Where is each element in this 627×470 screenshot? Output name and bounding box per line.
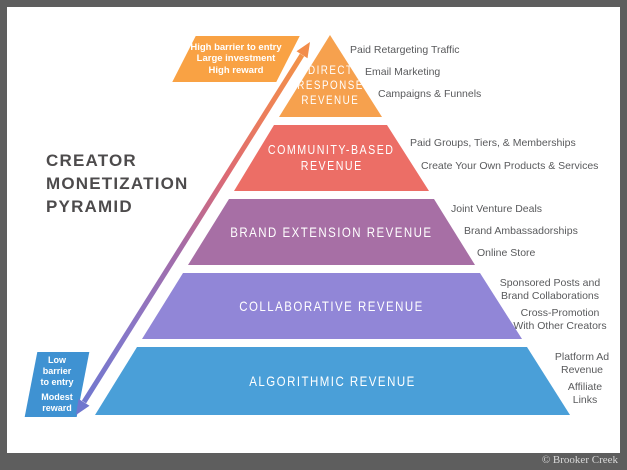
callout-line: to entry: [40, 377, 74, 387]
level-label-line: COLLABORATIVE REVENUE: [239, 297, 425, 314]
level-label-line: BRAND EXTENSION REVENUE: [230, 223, 433, 240]
annotation-line: Affiliate: [567, 381, 603, 393]
annotation-create-products-services: Create Your Own Products & Services: [421, 160, 599, 172]
high-barrier-callout-text: High barrier to entry Large investment H…: [184, 36, 288, 82]
low-barrier-callout-text: Low barrier to entry Modest reward: [31, 352, 83, 417]
annotation-line: Links: [572, 394, 598, 406]
pyramid-level-collaborative-revenue: COLLABORATIVE REVENUE: [142, 273, 522, 339]
annotation-affiliate-links: Affiliate Links: [551, 381, 619, 407]
level-label-line: RESPONSE: [297, 78, 364, 92]
page-title-line-3: PYRAMID: [46, 197, 133, 216]
annotation-cross-promotion: Cross-Promotion With Other Creators: [500, 307, 620, 333]
annotation-line: With Other Creators: [513, 320, 607, 332]
callout-line: barrier: [42, 366, 72, 376]
pyramid-level-brand-extension-revenue: BRAND EXTENSION REVENUE: [188, 199, 475, 265]
annotation-line: Brand Collaborations: [500, 290, 600, 302]
annotation-paid-retargeting-traffic: Paid Retargeting Traffic: [350, 44, 460, 56]
annotation-campaigns-funnels: Campaigns & Funnels: [378, 88, 482, 100]
annotation-sponsored-posts: Sponsored Posts and Brand Collaborations: [490, 277, 610, 303]
annotation-online-store: Online Store: [477, 247, 536, 259]
callout-line: High reward: [208, 64, 264, 76]
annotation-line: Cross-Promotion: [520, 307, 600, 319]
level-label-line: REVENUE: [301, 93, 360, 107]
low-barrier-callout: Low barrier to entry Modest reward: [24, 352, 90, 417]
annotation-line: Platform Ad: [554, 351, 610, 363]
annotation-platform-ad-revenue: Platform Ad Revenue: [546, 351, 618, 377]
page-title-line-1: CREATOR: [46, 151, 137, 170]
callout-line: High barrier to entry: [190, 41, 282, 53]
annotation-joint-venture-deals: Joint Venture Deals: [451, 203, 543, 215]
annotation-line: Sponsored Posts and: [499, 277, 601, 289]
callout-line: Modest: [41, 392, 73, 402]
callout-line: reward: [42, 403, 72, 413]
level-label-line: COMMUNITY-BASED: [268, 142, 395, 157]
copyright-credit: © Brooker Creek: [541, 454, 618, 466]
annotation-paid-groups-tiers-memberships: Paid Groups, Tiers, & Memberships: [410, 137, 576, 149]
annotation-line: Revenue: [560, 364, 604, 376]
annotation-email-marketing: Email Marketing: [365, 66, 441, 78]
callout-line: Low: [48, 355, 66, 365]
level-label-line: ALGORITHMIC REVENUE: [249, 372, 416, 389]
pyramid-level-algorithmic-revenue: ALGORITHMIC REVENUE: [95, 347, 570, 415]
level-label-line: REVENUE: [300, 158, 363, 173]
callout-line: Large investment: [196, 53, 276, 65]
annotation-brand-ambassadorships: Brand Ambassadorships: [464, 225, 578, 237]
level-label-line: DIRECT: [307, 63, 354, 77]
page-title-line-2: MONETIZATION: [46, 174, 189, 193]
high-barrier-callout: High barrier to entry Large investment H…: [172, 36, 300, 82]
page-title: CREATOR MONETIZATION PYRAMID: [46, 149, 189, 218]
